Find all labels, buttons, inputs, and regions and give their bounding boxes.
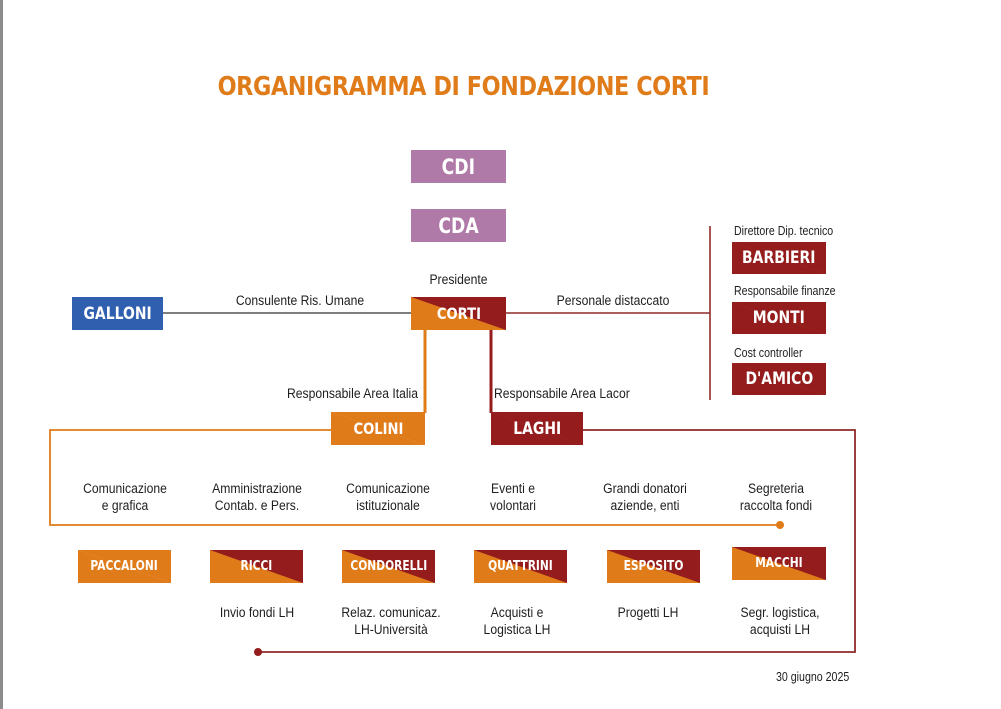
seconded-member-name: MONTI (752, 308, 806, 328)
consultant-name: GALLONI (83, 303, 152, 324)
consultant-relation-label: Consulente Ris. Umane (235, 293, 365, 308)
seconded-member-box[interactable]: D'AMICO (732, 363, 826, 395)
unit-function-label: Amministrazione Contab. e Pers. (212, 481, 302, 513)
cdi-label: CDI (441, 154, 476, 179)
cda-box[interactable]: CDA (411, 209, 506, 242)
page-left-border (0, 0, 3, 709)
unit-box[interactable]: PACCALONI (78, 550, 171, 583)
chart-date: 30 giugno 2025 (776, 670, 850, 684)
unit-name: QUATTRINI (488, 559, 553, 574)
unit-function-label: Grandi donatori aziende, enti (603, 481, 687, 513)
seconded-member-name: D'AMICO (745, 369, 813, 389)
lacor-bracket-end-dot (254, 648, 262, 656)
unit-box[interactable]: ESPOSITO (607, 550, 700, 583)
unit-name: PACCALONI (90, 559, 159, 574)
italia-bracket-end-dot (776, 521, 784, 529)
unit-lh-task-label: Progetti LH (617, 605, 679, 620)
unit-lh-task-label: Invio fondi LH (219, 605, 295, 620)
cda-label: CDA (438, 213, 479, 238)
seconded-relation-label: Personale distaccato (556, 293, 670, 308)
seconded-member-name: BARBIERI (742, 248, 816, 268)
president-name: CORTI (436, 304, 481, 323)
president-box[interactable]: CORTI (411, 297, 506, 330)
unit-box[interactable]: RICCI (210, 550, 303, 583)
seconded-role-label: Cost controller (734, 346, 803, 360)
unit-function-label: Comunicazione istituzionale (346, 481, 430, 513)
unit-lh-task-label: Segr. logistica, acquisti LH (740, 605, 820, 637)
unit-lh-task-label: Acquisti e Logistica LH (483, 605, 551, 637)
consultant-box[interactable]: GALLONI (72, 297, 163, 330)
unit-box[interactable]: MACCHI (732, 547, 826, 580)
unit-function-label: Comunicazione e grafica (83, 481, 167, 513)
italia-head-box[interactable]: COLINI (331, 412, 425, 445)
unit-lh-task-label: Relaz. comunicaz. LH-Università (341, 605, 441, 637)
italia-role-label: Responsabile Area Italia (286, 386, 418, 401)
seconded-role-label: Responsabile finanze (734, 284, 836, 298)
unit-function-label: Eventi e volontari (490, 481, 536, 513)
seconded-role-label: Direttore Dip. tecnico (734, 224, 834, 238)
unit-name: ESPOSITO (623, 559, 684, 574)
chart-title: ORGANIGRAMMA DI FONDAZIONE CORTI (217, 72, 710, 102)
italia-head-name: COLINI (353, 419, 403, 438)
italia-bracket (49, 429, 780, 526)
lacor-head-box[interactable]: LAGHI (491, 412, 583, 445)
lacor-role-label: Responsabile Area Lacor (494, 386, 630, 401)
unit-function-label: Segreteria raccolta fondi (739, 481, 813, 513)
lacor-head-name: LAGHI (513, 418, 561, 439)
seconded-member-box[interactable]: MONTI (732, 302, 826, 334)
unit-name: RICCI (240, 559, 273, 574)
cdi-box[interactable]: CDI (411, 150, 506, 183)
president-role-label: Presidente (429, 272, 488, 287)
unit-box[interactable]: CONDORELLI (342, 550, 435, 583)
unit-name: CONDORELLI (350, 559, 427, 574)
unit-name: MACCHI (755, 556, 803, 571)
lacor-bracket (258, 429, 856, 653)
seconded-member-box[interactable]: BARBIERI (732, 242, 826, 274)
unit-box[interactable]: QUATTRINI (474, 550, 567, 583)
